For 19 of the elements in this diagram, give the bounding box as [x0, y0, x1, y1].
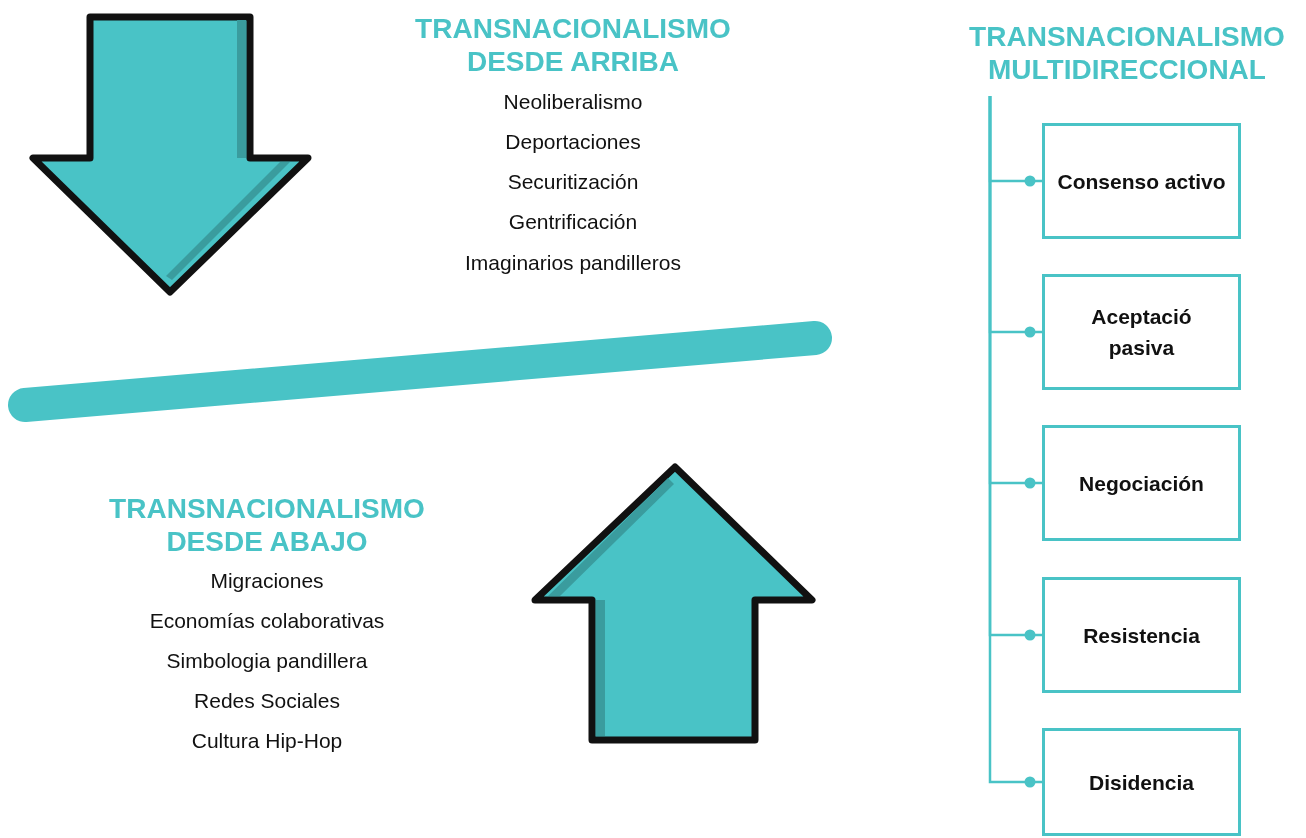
list-item: Redes Sociales [194, 689, 340, 713]
category-box: Resistencia [1042, 577, 1241, 693]
heading-text: TRANSNACIONALISMO MULTIDIRECCIONAL [948, 18, 1306, 88]
list-item: Securitización [507, 170, 639, 194]
list-item: Cultura Hip-Hop [191, 729, 343, 753]
connector-line [988, 96, 1042, 788]
category-box: Negociación [1042, 425, 1241, 541]
section-heading: TRANSNACIONALISMO DESDE ABAJO [108, 492, 426, 558]
list-item: Gentrificación [508, 210, 638, 234]
section-heading: TRANSNACIONALISMO DESDE ARRIBA [414, 12, 732, 78]
list-item: Migraciones [210, 569, 324, 593]
category-box: Disidencia [1042, 728, 1241, 836]
list-item: Imaginarios pandilleros [465, 251, 681, 275]
category-box: Aceptació pasiva [1042, 274, 1241, 390]
category-box: Consenso activo [1042, 123, 1241, 239]
list-item: Neoliberalismo [503, 90, 643, 114]
list-item: Economías colaborativas [149, 609, 385, 633]
list-item: Simbologia pandillera [166, 649, 368, 673]
list-item: Deportaciones [505, 130, 641, 154]
